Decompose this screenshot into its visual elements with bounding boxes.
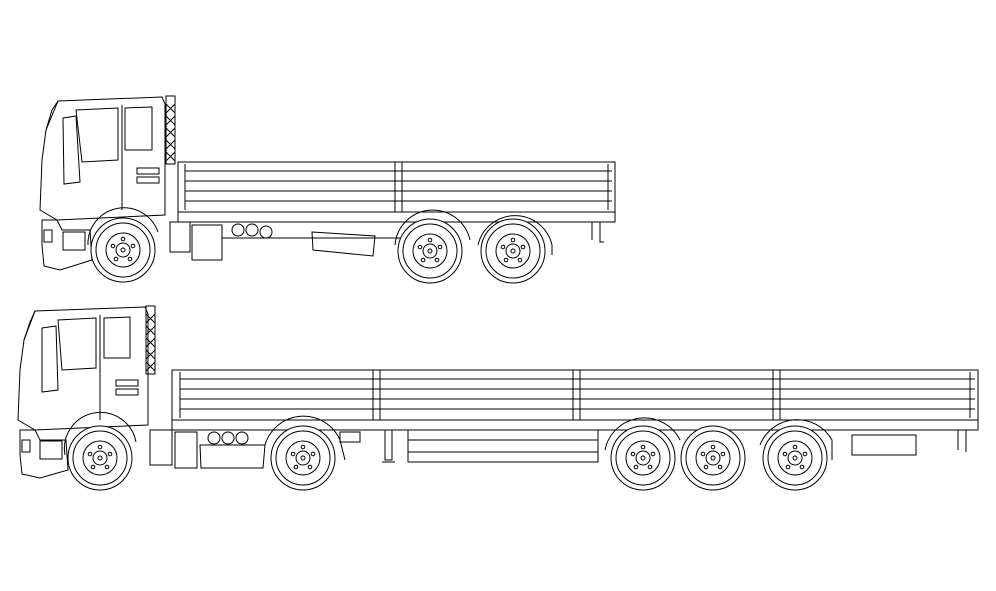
rigid-truck — [40, 96, 615, 284]
wheel — [90, 217, 156, 283]
semitrailer-flatbed — [172, 370, 978, 462]
truck-1-cab — [40, 97, 165, 270]
wheel — [397, 218, 463, 284]
tractor-semitrailer — [18, 306, 978, 491]
truck-1-chassis — [170, 210, 552, 260]
wheel — [762, 425, 828, 491]
wheel — [610, 425, 676, 491]
truck-2-exhaust-stack — [146, 306, 155, 374]
wheel — [480, 218, 546, 284]
wheel — [680, 425, 746, 491]
wheel — [67, 425, 133, 491]
truck-1-flatbed — [178, 162, 615, 242]
truck-2-wheels — [67, 425, 828, 491]
wheel — [270, 425, 336, 491]
truck-1-exhaust-stack — [166, 96, 175, 164]
